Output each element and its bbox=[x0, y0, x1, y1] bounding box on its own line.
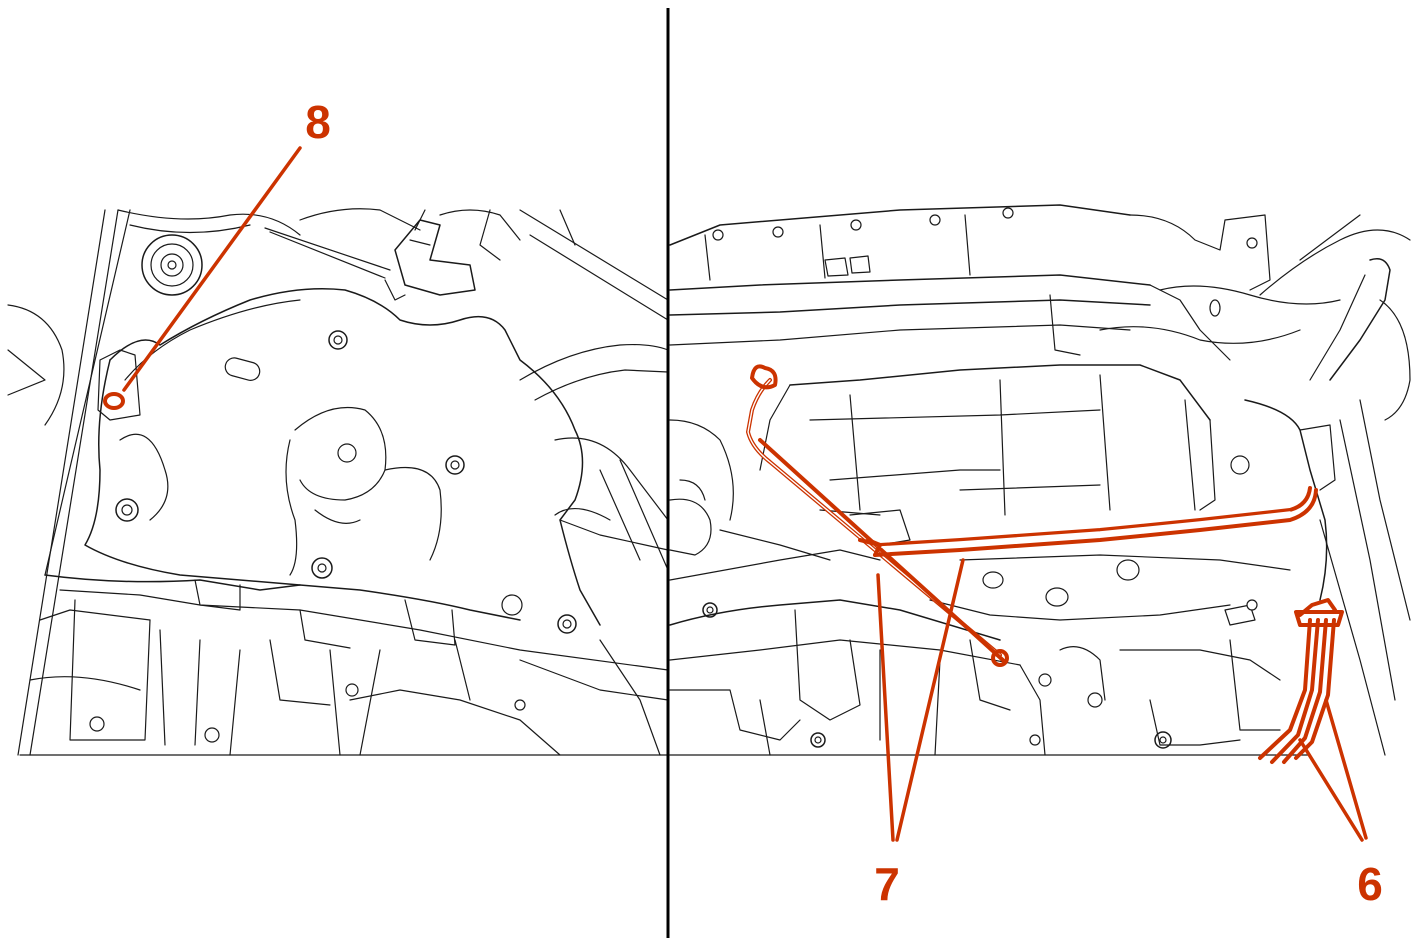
callout-8-marker bbox=[103, 146, 302, 410]
highlighted-brake-pipes bbox=[746, 364, 1318, 667]
callout-6-label: 6 bbox=[1357, 858, 1383, 910]
callout-6-leaders bbox=[1298, 698, 1368, 842]
left-panel-drawing bbox=[7, 208, 669, 756]
callout-7-leaders bbox=[876, 558, 965, 842]
highlighted-drain-hole bbox=[103, 392, 125, 410]
callout-7-leader-right bbox=[895, 558, 965, 842]
callout-7-label: 7 bbox=[874, 858, 900, 910]
highlighted-wiring-harness bbox=[1258, 598, 1344, 764]
right-panel-drawing bbox=[669, 204, 1411, 756]
callout-7-leader-left bbox=[876, 573, 895, 842]
callout-6-leader-upper bbox=[1324, 698, 1368, 840]
callout-6-leader-lower bbox=[1298, 738, 1364, 842]
callout-8-leader-line bbox=[122, 146, 302, 392]
callout-8-label: 8 bbox=[305, 96, 331, 148]
